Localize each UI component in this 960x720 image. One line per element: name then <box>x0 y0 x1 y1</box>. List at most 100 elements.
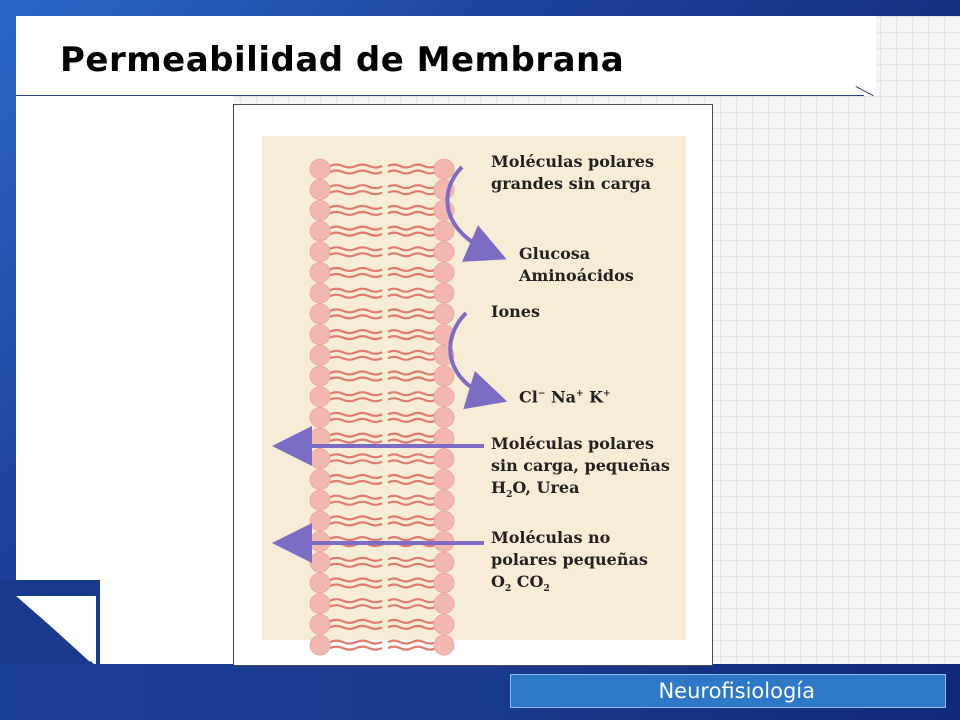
lipid-tail <box>329 604 383 610</box>
lipid-tail <box>329 515 383 521</box>
lipid-tail <box>387 604 437 610</box>
lipid-tail <box>329 266 383 273</box>
curved-arrow-large-molecules <box>445 165 507 262</box>
arrows <box>272 165 508 563</box>
lipid-tail <box>387 204 437 210</box>
label-glucosa: Glucosa <box>519 244 591 263</box>
ion-k: K <box>589 387 603 407</box>
membrane-figure: Moléculas polares grandes sin carga Gluc… <box>233 104 713 666</box>
label-nonpolar-2: polares pequeñas <box>491 550 648 569</box>
lipid-head <box>309 572 331 594</box>
lipid-head <box>309 158 331 180</box>
lipid-head <box>309 220 331 242</box>
lipid-bilayer <box>309 158 455 656</box>
label-iones: Iones <box>491 302 540 321</box>
lipid-tail <box>387 246 437 252</box>
lipid-tail <box>329 577 383 583</box>
lipid-tail <box>329 287 383 293</box>
lipid-tail <box>387 479 437 486</box>
lipid-head <box>309 510 331 532</box>
lipid-tail <box>387 376 437 382</box>
lipid-head <box>309 614 331 635</box>
lipid-head <box>433 406 455 428</box>
lipid-tail <box>387 521 437 527</box>
lipid-tail <box>329 397 383 403</box>
lipid-head <box>309 282 331 304</box>
slide-title: Permeabilidad de Membrana <box>60 40 625 80</box>
lipid-tail <box>329 204 383 210</box>
lipid-head <box>433 282 455 304</box>
lipid-tail <box>387 266 437 273</box>
lipid-tail <box>329 453 383 459</box>
lipid-tail <box>329 432 383 438</box>
lipid-tail <box>329 645 383 651</box>
lipid-tail <box>387 417 437 423</box>
lipid-tail <box>387 577 437 583</box>
lipid-head <box>433 220 455 242</box>
lipid-head <box>309 262 331 283</box>
lipid-tail <box>329 639 383 645</box>
lipid-tail <box>387 473 437 480</box>
lipid-head <box>309 469 331 490</box>
lipid-tail <box>387 536 437 542</box>
lipid-tail <box>387 494 437 500</box>
lipid-tail <box>329 335 383 341</box>
label-nonpolar-3: O2 CO2 <box>491 572 550 595</box>
lipid-tail <box>387 272 437 279</box>
lipid-tail <box>387 355 437 361</box>
lipid-tail <box>329 521 383 527</box>
lipid-tail <box>387 210 437 216</box>
lipid-tail <box>387 349 437 355</box>
lipid-tail <box>387 432 437 438</box>
lipid-tail <box>387 163 437 169</box>
label-o-urea: O, Urea <box>512 478 580 497</box>
lipid-tail <box>387 231 437 237</box>
label-large-polar-2: grandes sin carga <box>491 174 651 193</box>
lipid-tail <box>329 210 383 216</box>
lipid-head <box>309 386 331 408</box>
lipid-head <box>309 344 331 366</box>
lipid-tail <box>387 453 437 459</box>
lipid-tail <box>387 225 437 231</box>
label-aminoacidos: Aminoácidos <box>519 266 634 285</box>
lipid-head <box>433 634 455 656</box>
lipid-tail <box>387 287 437 293</box>
lipid-head <box>309 365 331 387</box>
lipid-tail <box>387 411 437 417</box>
title-underline <box>16 95 864 96</box>
lipid-tail <box>387 190 437 196</box>
lipid-tail <box>329 500 383 506</box>
lipid-tail <box>329 618 383 624</box>
lipid-head <box>433 365 455 387</box>
lipid-head <box>433 303 455 325</box>
lipid-tail <box>329 438 383 444</box>
lipid-head <box>433 448 455 470</box>
lipid-tail <box>329 536 383 542</box>
lipid-tail <box>329 494 383 500</box>
lipid-tail <box>329 391 383 397</box>
footer-label: Neurofisiología <box>658 679 815 703</box>
lipid-tail <box>329 598 383 604</box>
lipid-tail <box>329 479 383 486</box>
footer-box: Neurofisiología <box>510 674 946 708</box>
lipid-tail <box>387 308 437 314</box>
lipid-tail <box>329 459 383 465</box>
lipid-tail <box>329 225 383 231</box>
lipid-tail <box>387 639 437 645</box>
lipid-head <box>433 469 455 490</box>
lipid-head <box>433 593 455 615</box>
label-small-polar-3: H2O, Urea <box>491 478 580 501</box>
lipid-tail <box>387 598 437 604</box>
label-co2: CO <box>516 572 544 591</box>
lipid-tail <box>329 556 383 562</box>
lipid-tail <box>387 438 437 444</box>
lipid-head <box>433 614 455 635</box>
lipid-head <box>309 324 331 346</box>
ion-cl: Cl <box>519 387 538 407</box>
label-small-polar-1: Moléculas polares <box>491 434 654 453</box>
lipid-tail <box>329 417 383 423</box>
label-large-polar-1: Moléculas polares <box>491 152 654 171</box>
lipid-head <box>309 200 331 221</box>
lipid-head <box>309 634 331 656</box>
lipid-tail <box>329 252 383 258</box>
